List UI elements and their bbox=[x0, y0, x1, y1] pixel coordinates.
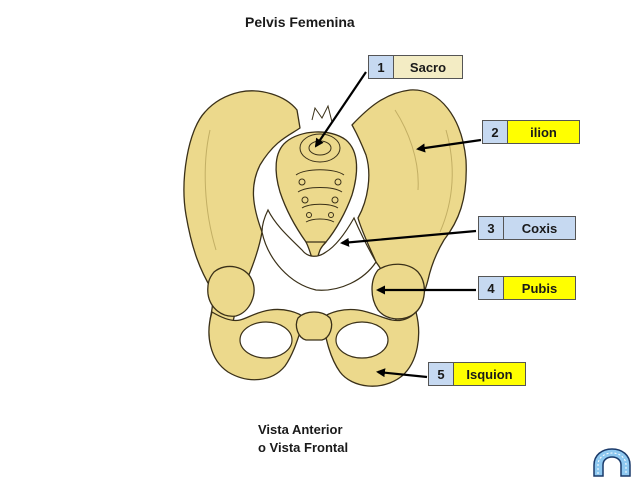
label-coxis: 3 Coxis bbox=[478, 216, 576, 240]
caption-line-1: Vista Anterior bbox=[258, 422, 343, 437]
left-ilium bbox=[183, 90, 301, 327]
arrow-ilion bbox=[416, 138, 482, 153]
label-name: Coxis bbox=[504, 217, 575, 239]
sacrum-shape bbox=[275, 131, 358, 249]
label-name: Sacro bbox=[394, 56, 462, 78]
arrow-coxis bbox=[340, 229, 477, 247]
label-name: ilion bbox=[508, 121, 579, 143]
diagram-title: Pelvis Femenina bbox=[245, 14, 355, 30]
label-ilion: 2 ilion bbox=[482, 120, 580, 144]
view-caption: Vista Anterior o Vista Frontal bbox=[258, 421, 348, 457]
arrow-isquion bbox=[376, 368, 428, 379]
left-acetabulum bbox=[207, 265, 255, 317]
label-number: 4 bbox=[479, 277, 504, 299]
pubic-symphysis bbox=[295, 311, 333, 341]
arrow-sacro bbox=[314, 71, 367, 148]
right-acetabulum bbox=[371, 263, 425, 320]
caption-line-2: o Vista Frontal bbox=[258, 440, 349, 455]
arch-return-icon[interactable] bbox=[591, 447, 633, 477]
label-sacro: 1 Sacro bbox=[368, 55, 463, 79]
leader-arrows bbox=[314, 71, 482, 379]
label-number: 3 bbox=[479, 217, 504, 239]
label-number: 5 bbox=[429, 363, 454, 385]
label-name: Pubis bbox=[504, 277, 575, 299]
pelvic-inlet bbox=[261, 208, 377, 291]
label-isquion: 5 Isquion bbox=[428, 362, 526, 386]
obturator-foramina bbox=[239, 321, 389, 359]
label-number: 1 bbox=[369, 56, 394, 78]
label-pubis: 4 Pubis bbox=[478, 276, 576, 300]
wing-shading bbox=[204, 109, 453, 251]
label-name: Isquion bbox=[454, 363, 525, 385]
sacrum-details bbox=[295, 104, 345, 223]
label-number: 2 bbox=[483, 121, 508, 143]
